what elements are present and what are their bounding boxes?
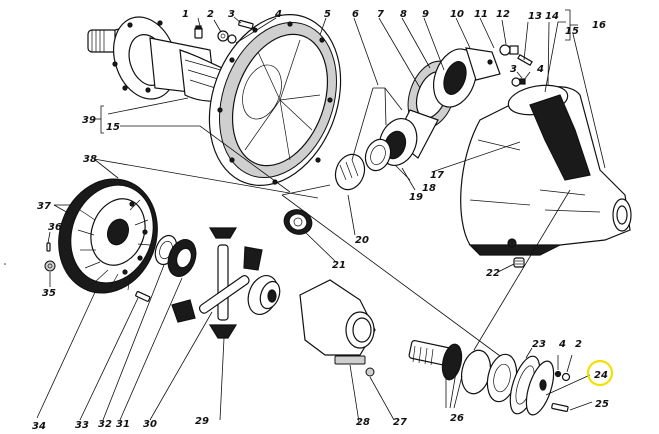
callout-14: 14	[545, 11, 559, 22]
callout-36: 36	[48, 222, 62, 233]
cross-shaft	[198, 244, 250, 321]
callout-8: 8	[400, 9, 407, 20]
callout-9: 9	[422, 9, 429, 20]
spring-washer	[554, 370, 562, 378]
callout-39: 39	[82, 115, 96, 126]
callout-15b: 15	[106, 122, 120, 133]
callout-25: 25	[595, 399, 609, 410]
callout-27: 27	[393, 417, 407, 428]
callout-17: 17	[430, 170, 444, 181]
callout-10: 10	[450, 9, 464, 20]
callout-18: 18	[422, 183, 436, 194]
callout-38: 38	[83, 154, 97, 165]
axle-housing-cover	[208, 14, 342, 186]
lock-plate	[299, 279, 376, 365]
callout-5: 5	[324, 9, 331, 20]
callout-20: 20	[355, 235, 369, 246]
nut-2b	[561, 372, 571, 382]
stud	[238, 19, 254, 30]
nut-27	[365, 367, 375, 377]
callout-19: 19	[409, 192, 423, 203]
callout-29: 29	[195, 416, 209, 427]
callout-3b: 3	[510, 64, 517, 75]
callout-1: 1	[182, 9, 189, 20]
drain-plug	[513, 257, 525, 268]
callout-7: 7	[377, 9, 384, 20]
nut	[217, 30, 237, 44]
leader-lines	[36, 9, 606, 423]
callout-31: 31	[116, 419, 130, 430]
callout-28: 28	[356, 417, 370, 428]
rod	[517, 53, 533, 67]
callout-4b: 4	[536, 64, 544, 75]
callout-21: 21	[332, 260, 346, 271]
callout-32: 32	[98, 419, 112, 430]
gear-housing	[460, 84, 632, 256]
cotter-pin	[46, 242, 51, 252]
breather	[511, 77, 526, 87]
callout-37: 37	[37, 201, 51, 212]
callout-23: 23	[532, 339, 546, 350]
callout-35: 35	[42, 288, 56, 299]
nut-35	[44, 260, 56, 272]
callout-34: 34	[32, 421, 46, 432]
bolt-33	[135, 290, 151, 302]
callout-3: 3	[228, 9, 235, 20]
callout-22: 22	[486, 268, 500, 279]
ball-bearing	[283, 209, 313, 235]
callout-4c: 4	[558, 339, 566, 350]
callout-15: 15	[565, 26, 579, 37]
callout-24: 24	[594, 370, 608, 381]
callout-16: 16	[592, 20, 606, 31]
axle-shaft-housing	[87, 16, 231, 102]
callout-11: 11	[474, 9, 488, 20]
bracket	[465, 44, 519, 81]
ring-gear-assembly	[58, 178, 158, 294]
callout-26: 26	[450, 413, 464, 424]
callout-labels: 1 2 3 4 5 6 7 8 9 10 11 12 13 14 15 16 3…	[32, 9, 614, 432]
callout-6: 6	[352, 9, 359, 20]
drive-pinion-with-bearings	[408, 339, 518, 403]
bolt-25	[551, 402, 569, 413]
highlight-circle	[586, 359, 614, 387]
pinion-shaft	[171, 227, 263, 339]
callout-12: 12	[496, 9, 510, 20]
callout-4: 4	[274, 9, 282, 20]
callout-33: 33	[75, 420, 89, 431]
differential-case	[247, 275, 281, 315]
speck	[4, 263, 6, 265]
callout-13: 13	[528, 11, 542, 22]
callout-2b: 2	[575, 339, 582, 350]
callout-30: 30	[143, 419, 157, 430]
callout-2: 2	[207, 9, 214, 20]
pinion-bearing-assembly	[334, 48, 478, 191]
flange	[525, 360, 555, 416]
side-gear	[167, 239, 197, 277]
bolt	[194, 25, 203, 39]
